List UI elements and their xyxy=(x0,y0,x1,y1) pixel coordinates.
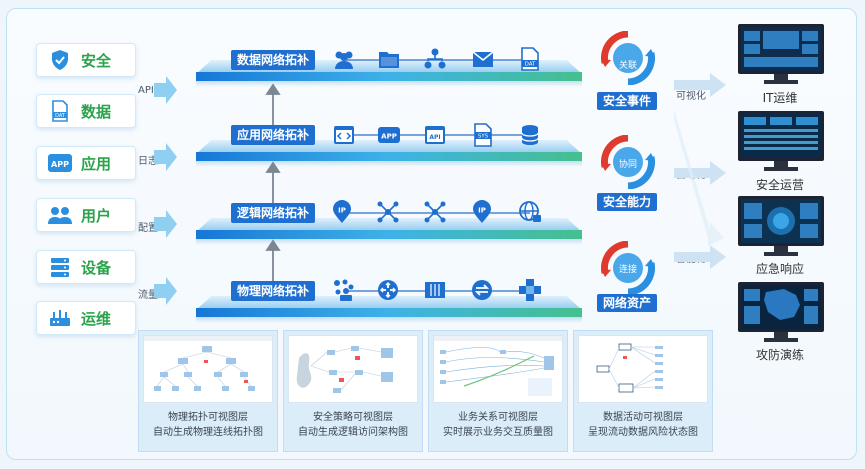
category-card-ops: 运维 xyxy=(36,301,136,335)
input-arrow xyxy=(154,76,177,104)
monitor-attack-defense xyxy=(738,282,824,342)
ip-pin-icon: IP xyxy=(473,200,491,223)
layer-title-logic: 逻辑网络拓补 xyxy=(231,203,316,223)
folder-icon xyxy=(379,52,399,68)
cycle-tag-security-capability: 安全能力 xyxy=(597,193,658,211)
category-label: 应用 xyxy=(81,154,112,173)
svg-text:API: API xyxy=(429,134,440,141)
svg-text:IP: IP xyxy=(338,207,346,215)
input-arrow xyxy=(154,143,177,171)
cycle-circle xyxy=(601,135,655,189)
svg-text:APP: APP xyxy=(381,133,397,141)
panel-title: 安全策略可视图层 xyxy=(313,412,393,423)
input-arrow xyxy=(154,210,177,238)
monitor-security-ops xyxy=(738,111,824,171)
server-icon xyxy=(45,255,75,279)
panel-subtitle: 自动生成物理连线拓扑图 xyxy=(153,427,263,438)
category-card-security: 安全 xyxy=(36,43,136,77)
database-icon xyxy=(521,125,539,145)
cycle-inner-label: 协同 xyxy=(618,160,637,170)
layer-title-physical: 物理网络拓补 xyxy=(231,281,316,301)
monitor-emergency-response xyxy=(738,196,824,256)
users-icon xyxy=(45,203,75,227)
firewall-icon xyxy=(519,279,541,301)
org-chart-icon xyxy=(424,48,446,69)
cycle-inner-label: 连接 xyxy=(618,265,637,275)
input-label-log: 日志 xyxy=(138,156,158,167)
screen-caption-it-ops: IT运维 xyxy=(762,91,798,105)
cycle-inner-label: 关联 xyxy=(618,61,637,71)
panel-subtitle: 实时展示业务交互质量图 xyxy=(443,427,553,438)
category-card-app: APP 应用 xyxy=(36,146,136,180)
screen-caption-security-ops: 安全运营 xyxy=(755,178,804,192)
sys-file-icon: SYS xyxy=(474,123,492,147)
category-card-device: 设备 xyxy=(36,250,136,284)
dat-file-icon: DAT xyxy=(521,47,539,71)
api-window-icon: API xyxy=(425,126,445,144)
data-file-icon: DAT xyxy=(45,99,75,123)
input-arrow xyxy=(154,277,177,305)
panel-caption: 安全策略可视图层自动生成逻辑访问架构图 xyxy=(284,410,422,440)
category-card-users: 用户 xyxy=(36,198,136,232)
input-label-api: API xyxy=(138,85,154,96)
shield-icon xyxy=(45,48,75,72)
svg-text:DAT: DAT xyxy=(525,62,536,68)
cycle-circle xyxy=(601,241,655,295)
business-screenshot xyxy=(433,335,563,403)
layer-title-data: 数据网络拓补 xyxy=(231,50,316,70)
output-label-visualization: 可视化 xyxy=(676,91,706,102)
panel-subtitle: 呈现流动数据风险状态图 xyxy=(588,427,698,438)
mail-icon xyxy=(472,51,494,67)
monitor-it-ops xyxy=(738,24,824,84)
svg-text:APP: APP xyxy=(51,160,69,169)
ip-pin-icon: IP xyxy=(333,200,351,223)
panel-caption: 物理拓扑可视图层自动生成物理连线拓扑图 xyxy=(139,410,277,440)
app-icon: APP xyxy=(378,127,400,143)
category-card-data: DAT 数据 xyxy=(36,94,136,128)
users-icon xyxy=(335,51,353,69)
network-node-icon xyxy=(377,201,399,223)
panel-caption: 数据活动可视图层呈现流动数据风险状态图 xyxy=(574,410,712,440)
panel-business-relation: 业务关系可视图层实时展示业务交互质量图 xyxy=(428,330,568,452)
category-label: 安全 xyxy=(81,51,112,70)
panel-security-policy: 安全策略可视图层自动生成逻辑访问架构图 xyxy=(283,330,423,452)
category-label: 用户 xyxy=(81,206,112,225)
cycle-circle xyxy=(601,31,655,85)
rack-icon xyxy=(425,282,445,298)
panel-title: 业务关系可视图层 xyxy=(458,412,538,423)
cloud-cluster-icon xyxy=(334,279,354,301)
panel-physical-topology: 物理拓扑可视图层自动生成物理连线拓扑图 xyxy=(138,330,278,452)
category-label: 运维 xyxy=(81,309,112,328)
router-icon xyxy=(378,280,398,300)
svg-text:SYS: SYS xyxy=(478,134,489,140)
cycle-tag-network-asset: 网络资产 xyxy=(597,294,658,312)
layer-title-app: 应用网络拓补 xyxy=(231,125,316,145)
output-arrows xyxy=(674,73,726,269)
category-label: 设备 xyxy=(81,258,112,277)
policy-screenshot xyxy=(288,335,418,403)
network-node-icon xyxy=(424,201,446,223)
panel-caption: 业务关系可视图层实时展示业务交互质量图 xyxy=(429,410,567,440)
input-label-traffic: 流量 xyxy=(138,290,158,301)
cycle-tag-security-event: 安全事件 xyxy=(597,92,658,110)
switch-icon xyxy=(472,280,492,300)
category-label: 数据 xyxy=(81,102,112,121)
globe-lock-icon xyxy=(519,201,541,222)
panel-subtitle: 自动生成逻辑访问架构图 xyxy=(298,427,408,438)
screen-caption-emergency-response: 应急响应 xyxy=(755,262,804,276)
screen-caption-attack-defense: 攻防演练 xyxy=(755,348,804,362)
input-label-config: 配置 xyxy=(138,223,158,234)
data-activity-screenshot xyxy=(578,335,708,403)
panel-title: 物理拓扑可视图层 xyxy=(168,412,248,423)
svg-text:IP: IP xyxy=(478,207,486,215)
app-icon: APP xyxy=(45,151,75,175)
topology-screenshot xyxy=(143,335,273,403)
panel-data-activity: 数据活动可视图层呈现流动数据风险状态图 xyxy=(573,330,713,452)
svg-text:DAT: DAT xyxy=(55,113,66,119)
router-icon xyxy=(45,306,75,330)
code-window-icon xyxy=(334,126,354,144)
panel-title: 数据活动可视图层 xyxy=(603,412,683,423)
